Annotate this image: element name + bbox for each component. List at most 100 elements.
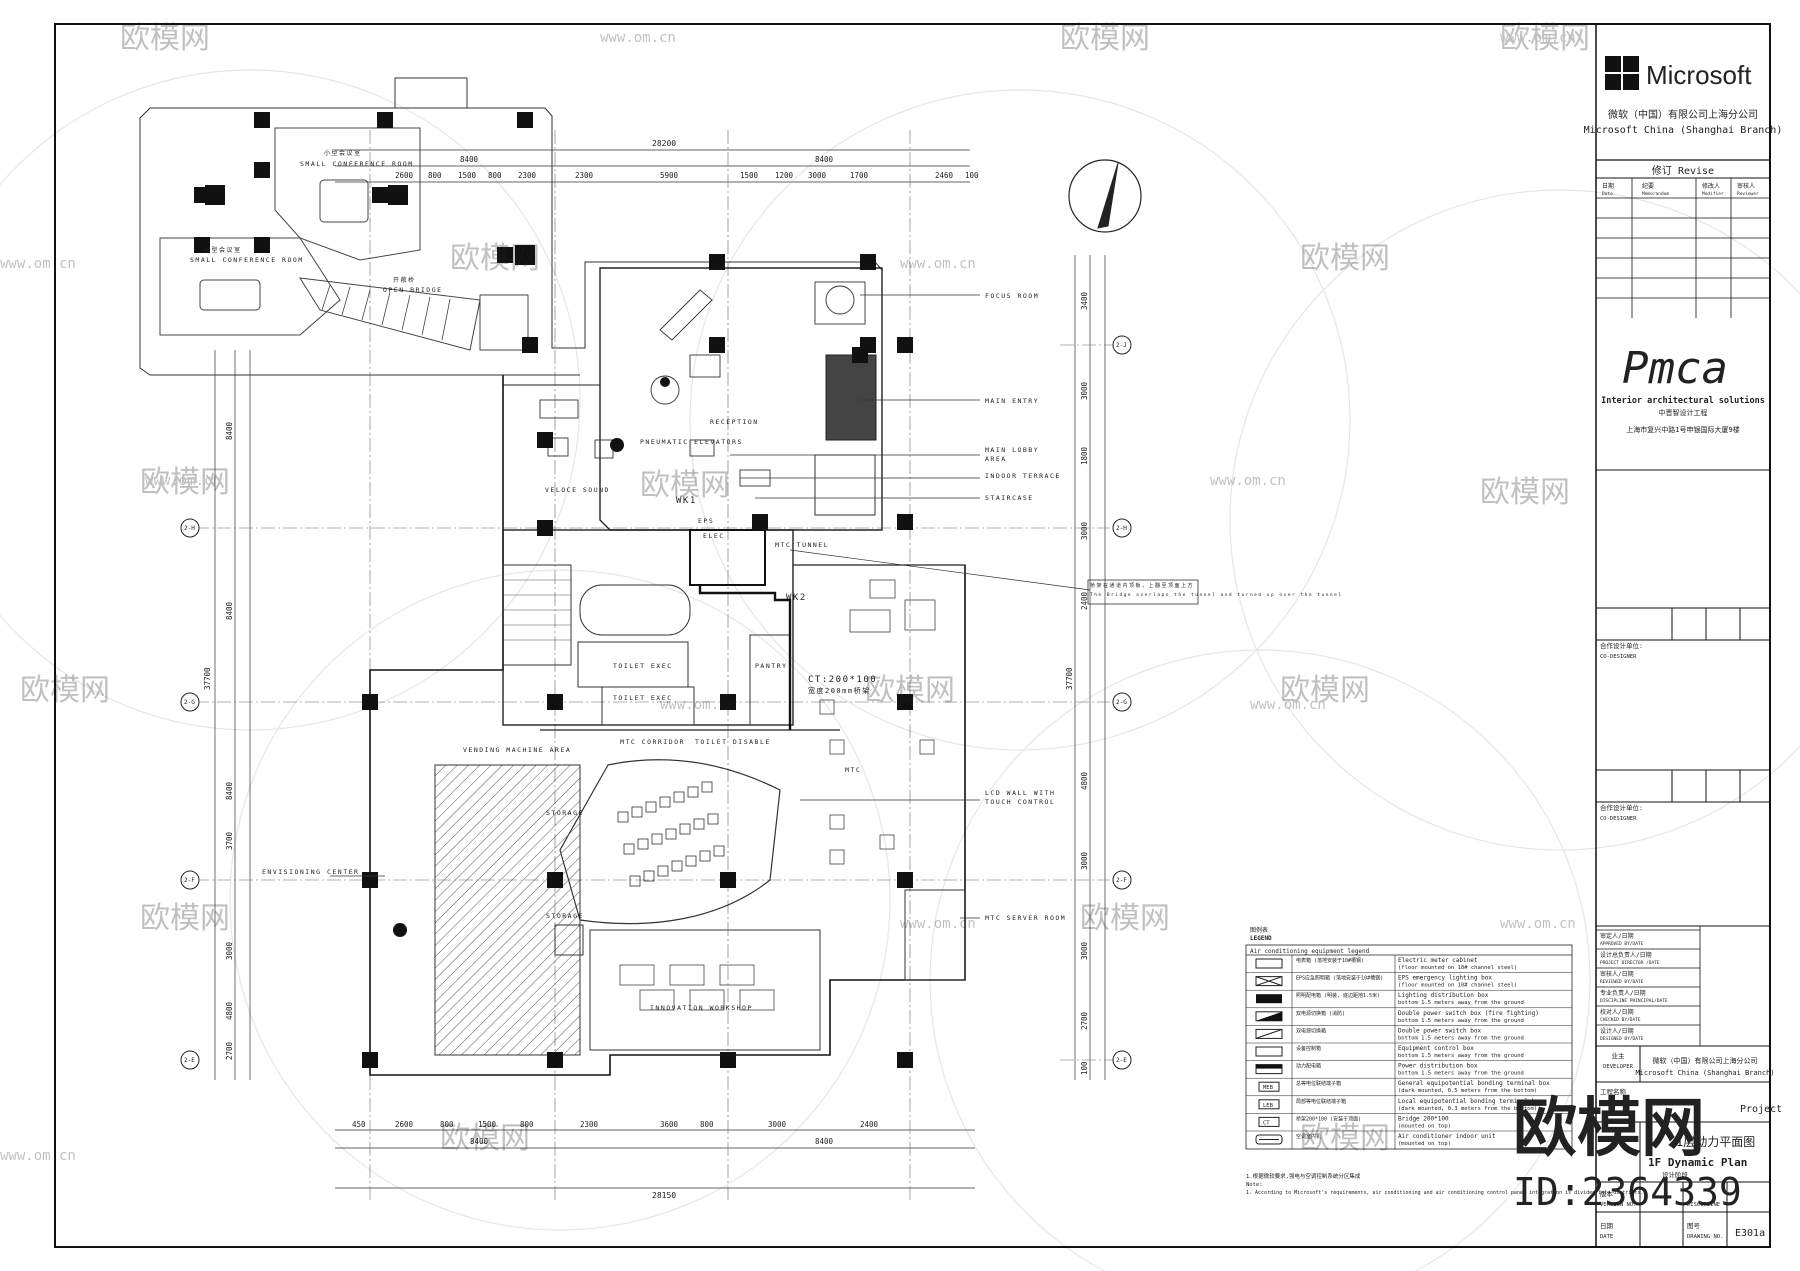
seat [623,843,635,855]
axis-bubble [180,870,200,890]
project-label: 工程名称 [1600,1087,1627,1096]
axis-bubbles: 2-H2-G2-F2-E2-J2-H2-G2-F2-E [180,335,1132,1070]
axis-bubble [1112,692,1132,712]
watermark-brand: 欧模网 [1300,1121,1390,1156]
codesigner-label-2: CO-DESIGNER [1600,816,1637,822]
signature-row-label: 审核人/日期 [1600,970,1634,978]
drawing-title-cn: 1层动力平面图 [1676,1135,1755,1149]
project-name: Project [1740,1104,1782,1115]
revise-title: 修订 Revise [1652,164,1714,177]
seat [685,855,697,867]
legend-symbol-icon [1256,994,1282,1004]
column [362,694,378,710]
dim-right: 3000 [1080,521,1089,540]
drawing-number: E301a [1735,1228,1765,1239]
legend-item-en: General equipotential bonding terminal b… [1398,1080,1550,1087]
callout-label: INDOOR TERRACE [985,472,1061,480]
axis-label: 2-G [1116,699,1127,706]
structural-columns [194,112,913,1068]
legend-item-cn: 总等电位联结端子箱 [1296,1080,1341,1087]
legend-code: CT [1263,1120,1270,1126]
bridge-hatch [321,284,451,341]
legend-item-en: Air conditioner indoor unit [1398,1133,1496,1140]
watermark-url: www.om.cn [1250,697,1326,713]
callout-label: AREA [985,455,1007,463]
legend-item-note: bottom 1.5 meters away from the ground [1398,1053,1524,1059]
column [497,247,513,263]
dim-bottom-detail: 2400 [860,1120,879,1129]
column [897,1052,913,1068]
room-label: TOILET DISABLE [695,738,771,746]
column [547,872,563,888]
dim-right-total: 37700 [1065,667,1074,690]
legend-item-cn: 空调室内机 [1296,1133,1321,1140]
legend-code: MEB [1263,1085,1274,1091]
watermark-url: www.om.cn [1210,473,1286,489]
column [547,1052,563,1068]
wing-left-outline [139,107,580,376]
wk-label: WK2 [786,593,807,603]
floor-plan [139,77,1199,1200]
eps-elec-room [689,529,766,586]
legend-item-cn: 照明配电箱 (明装, 底边距地1.5米) [1296,992,1380,999]
cooperation-label-2: 合作设计单位: [1600,803,1643,812]
legend-item-en: Bridge 200*100 [1398,1115,1449,1122]
legend-item-cn: EPS应急照明箱 (落地安装于10#槽钢) [1296,975,1383,982]
column [860,254,876,270]
dim-right: 2400 [1080,591,1089,610]
designer-tagline: Interior architectural solutions [1601,395,1765,406]
dim-bottom-detail: 800 [700,1120,714,1129]
watermark-url: www.om.cn [900,256,976,272]
main-entry-door [825,354,877,441]
seat [679,823,691,835]
column-large [388,185,408,205]
column [537,520,553,536]
power-tray-route [698,585,792,730]
room-label: ENVISIONING CENTER [262,868,359,876]
column [522,337,538,353]
bridge-note-en: The Bridge overlaps the tunnel and turne… [1090,592,1343,598]
bridge-note-cn: 桥架在通道内顶板，上翻至顶面上方 [1090,582,1194,589]
small-conference-room-lower [159,237,341,336]
revise-header-en: Memorandum [1642,191,1669,197]
watermark-brand: 欧模网 [1480,475,1570,510]
cooperation-label-1: 合作设计单位: [1600,641,1643,650]
dim-top-detail: 1500 [740,171,759,180]
dim-top-detail: 1700 [850,171,869,180]
room-label: ELEC [703,532,725,540]
axis-bubble [180,1050,200,1070]
callout-label: FOCUS ROOM [985,292,1039,300]
legend-item-cn: 双电源切换箱 [1296,1027,1326,1034]
date-label: 日期 [1600,1222,1614,1230]
revise-table [1596,178,1770,318]
column [537,432,553,448]
roof-hatch [394,77,468,109]
legend-item-note: (floor mounted on 10# channel steel) [1398,983,1517,989]
owner-label-en: DEVELOPER [1603,1064,1633,1070]
envisioning-seating [617,781,725,887]
watermark-url: www.om.cn [0,256,76,272]
axis-label: 2-F [1116,877,1127,884]
legend-code: LEB [1263,1103,1274,1109]
discipline-label: 设计阶段 [1662,1170,1689,1179]
legend-item-note: bottom 1.5 meters away from the ground [1398,1000,1524,1006]
watermark-url: www.om.cn [660,697,736,713]
signature-row-label: 专业负责人/日期 [1600,989,1646,997]
watermark-url: www.om.cn [1500,916,1576,932]
dim-bottom-detail: 450 [352,1120,366,1129]
column [709,254,725,270]
axis-bubble [180,692,200,712]
dim-top: 8400 [815,155,834,164]
dim-right: 3000 [1080,381,1089,400]
column [372,187,388,203]
dim-bottom-detail: 3600 [660,1120,679,1129]
dim-top-detail: 100 [965,171,979,180]
axis-bubble [1112,335,1132,355]
revise-header-en: Date [1602,191,1613,197]
toilet-exec-2 [601,686,695,726]
seat [651,833,663,845]
sheet-border [54,23,1771,1248]
